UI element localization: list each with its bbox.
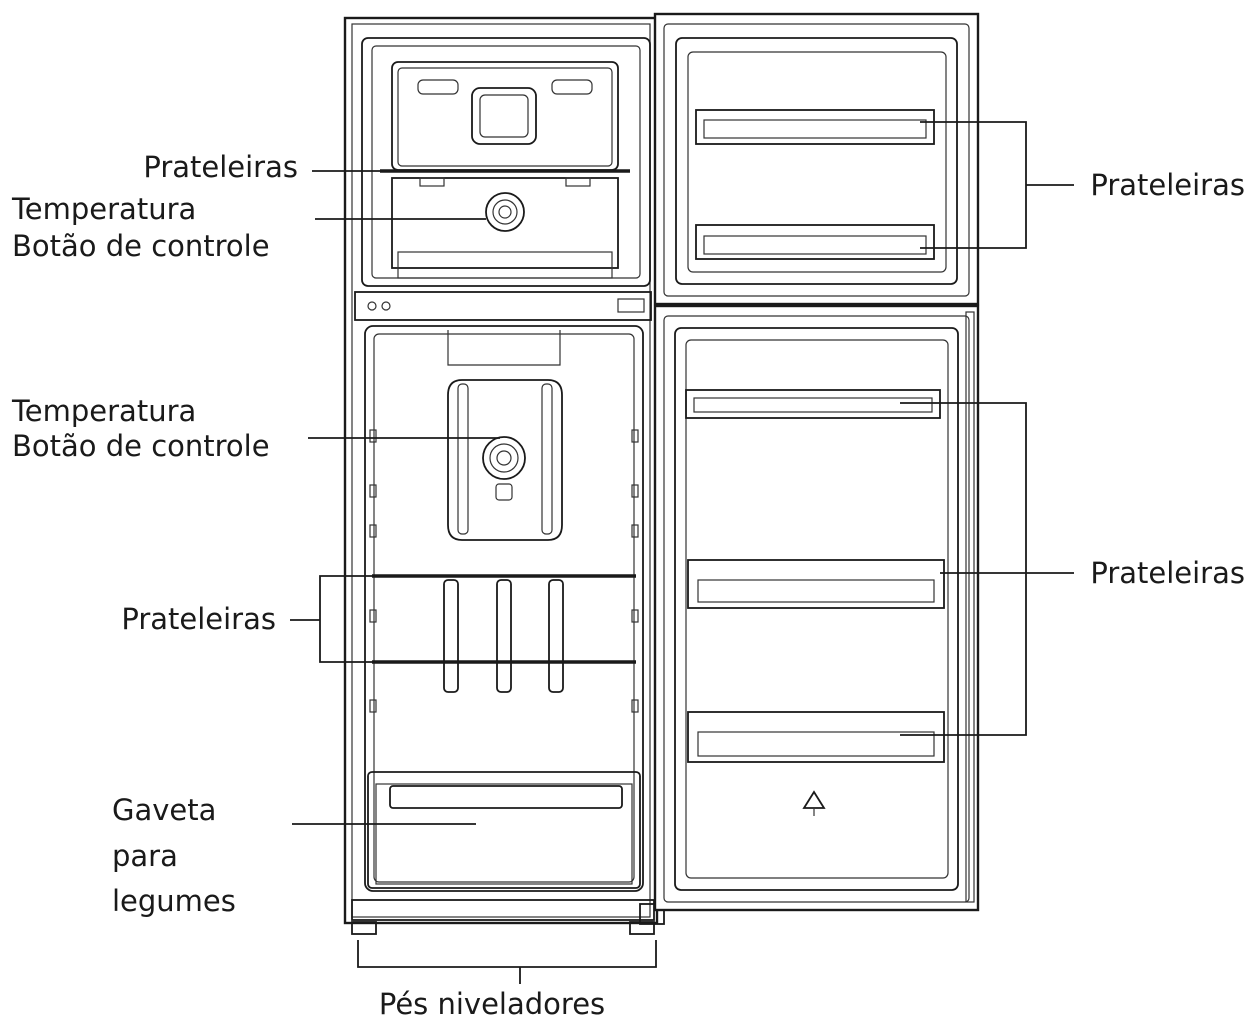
freezer-door-shelf-upper bbox=[695, 109, 935, 145]
freezer-door-shelf-lower bbox=[695, 224, 935, 260]
fridge-door-shelf-top bbox=[685, 389, 941, 419]
refrigerator-cabinet bbox=[343, 16, 665, 935]
label-freezer-control-knob: Botão de controle bbox=[12, 229, 270, 263]
label-drawer-line3: legumes bbox=[112, 884, 236, 918]
shelf-rail-supports bbox=[369, 429, 639, 713]
label-fridge-door-shelves: Prateleiras bbox=[1090, 556, 1245, 590]
label-drawer-line2: para bbox=[112, 839, 178, 873]
freezer-door bbox=[653, 12, 980, 306]
freezer-knob-icon bbox=[485, 192, 525, 232]
leveling-foot-right bbox=[629, 921, 655, 935]
fridge-knob-icon bbox=[482, 436, 526, 501]
label-fridge-control-knob: Botão de controle bbox=[12, 429, 270, 463]
label-fridge-temperature: Temperatura bbox=[11, 394, 196, 428]
label-freezer-shelves: Prateleiras bbox=[143, 150, 298, 184]
label-drawer-line1: Gaveta bbox=[112, 793, 216, 827]
label-freezer-door-shelves: Prateleiras bbox=[1090, 168, 1245, 202]
leader-lines bbox=[290, 121, 1074, 984]
label-freezer-temperature: Temperatura bbox=[11, 192, 196, 226]
fridge-door bbox=[653, 304, 980, 912]
label-leveling-feet: Pés niveladores bbox=[379, 987, 605, 1021]
fridge-door-shelf-middle bbox=[687, 559, 945, 609]
vegetable-drawer bbox=[367, 771, 641, 889]
recycle-icon bbox=[802, 790, 826, 816]
leveling-foot-left bbox=[351, 921, 377, 935]
fridge-door-shelf-bottom bbox=[687, 711, 945, 763]
label-fridge-shelves: Prateleiras bbox=[121, 602, 276, 636]
